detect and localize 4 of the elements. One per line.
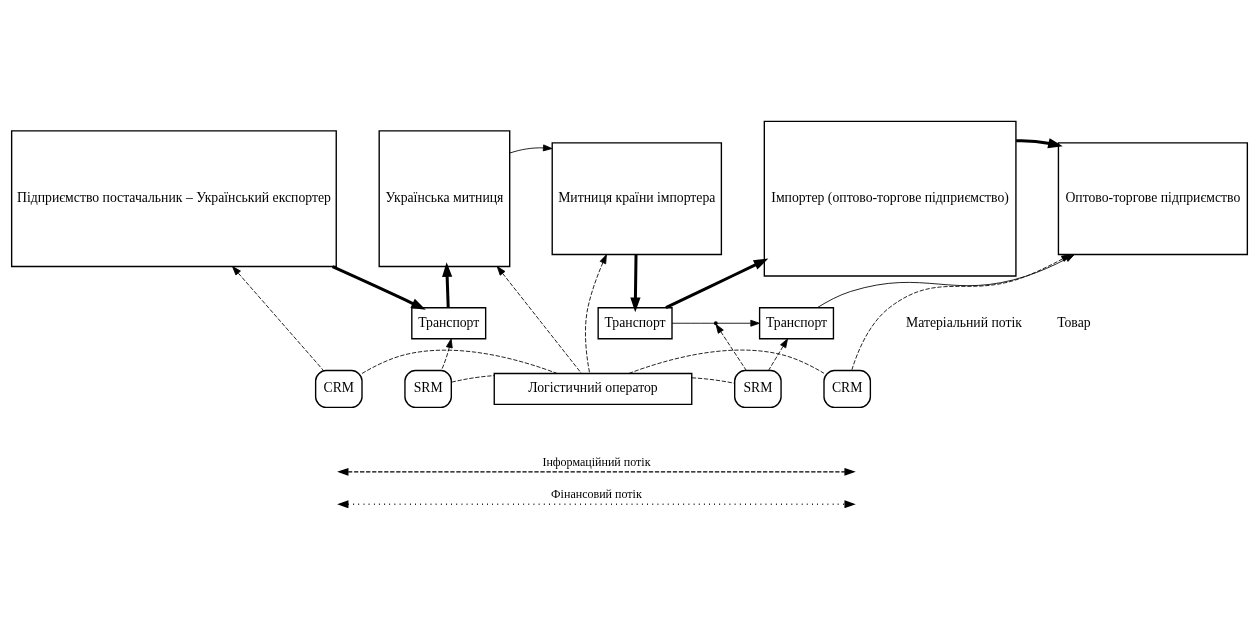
label: Товар <box>1057 314 1091 330</box>
label: Матеріальний потік <box>906 314 1022 330</box>
legend-label: Фінансовий потік <box>551 487 642 502</box>
legend-label: Інформаційний потік <box>542 455 651 470</box>
